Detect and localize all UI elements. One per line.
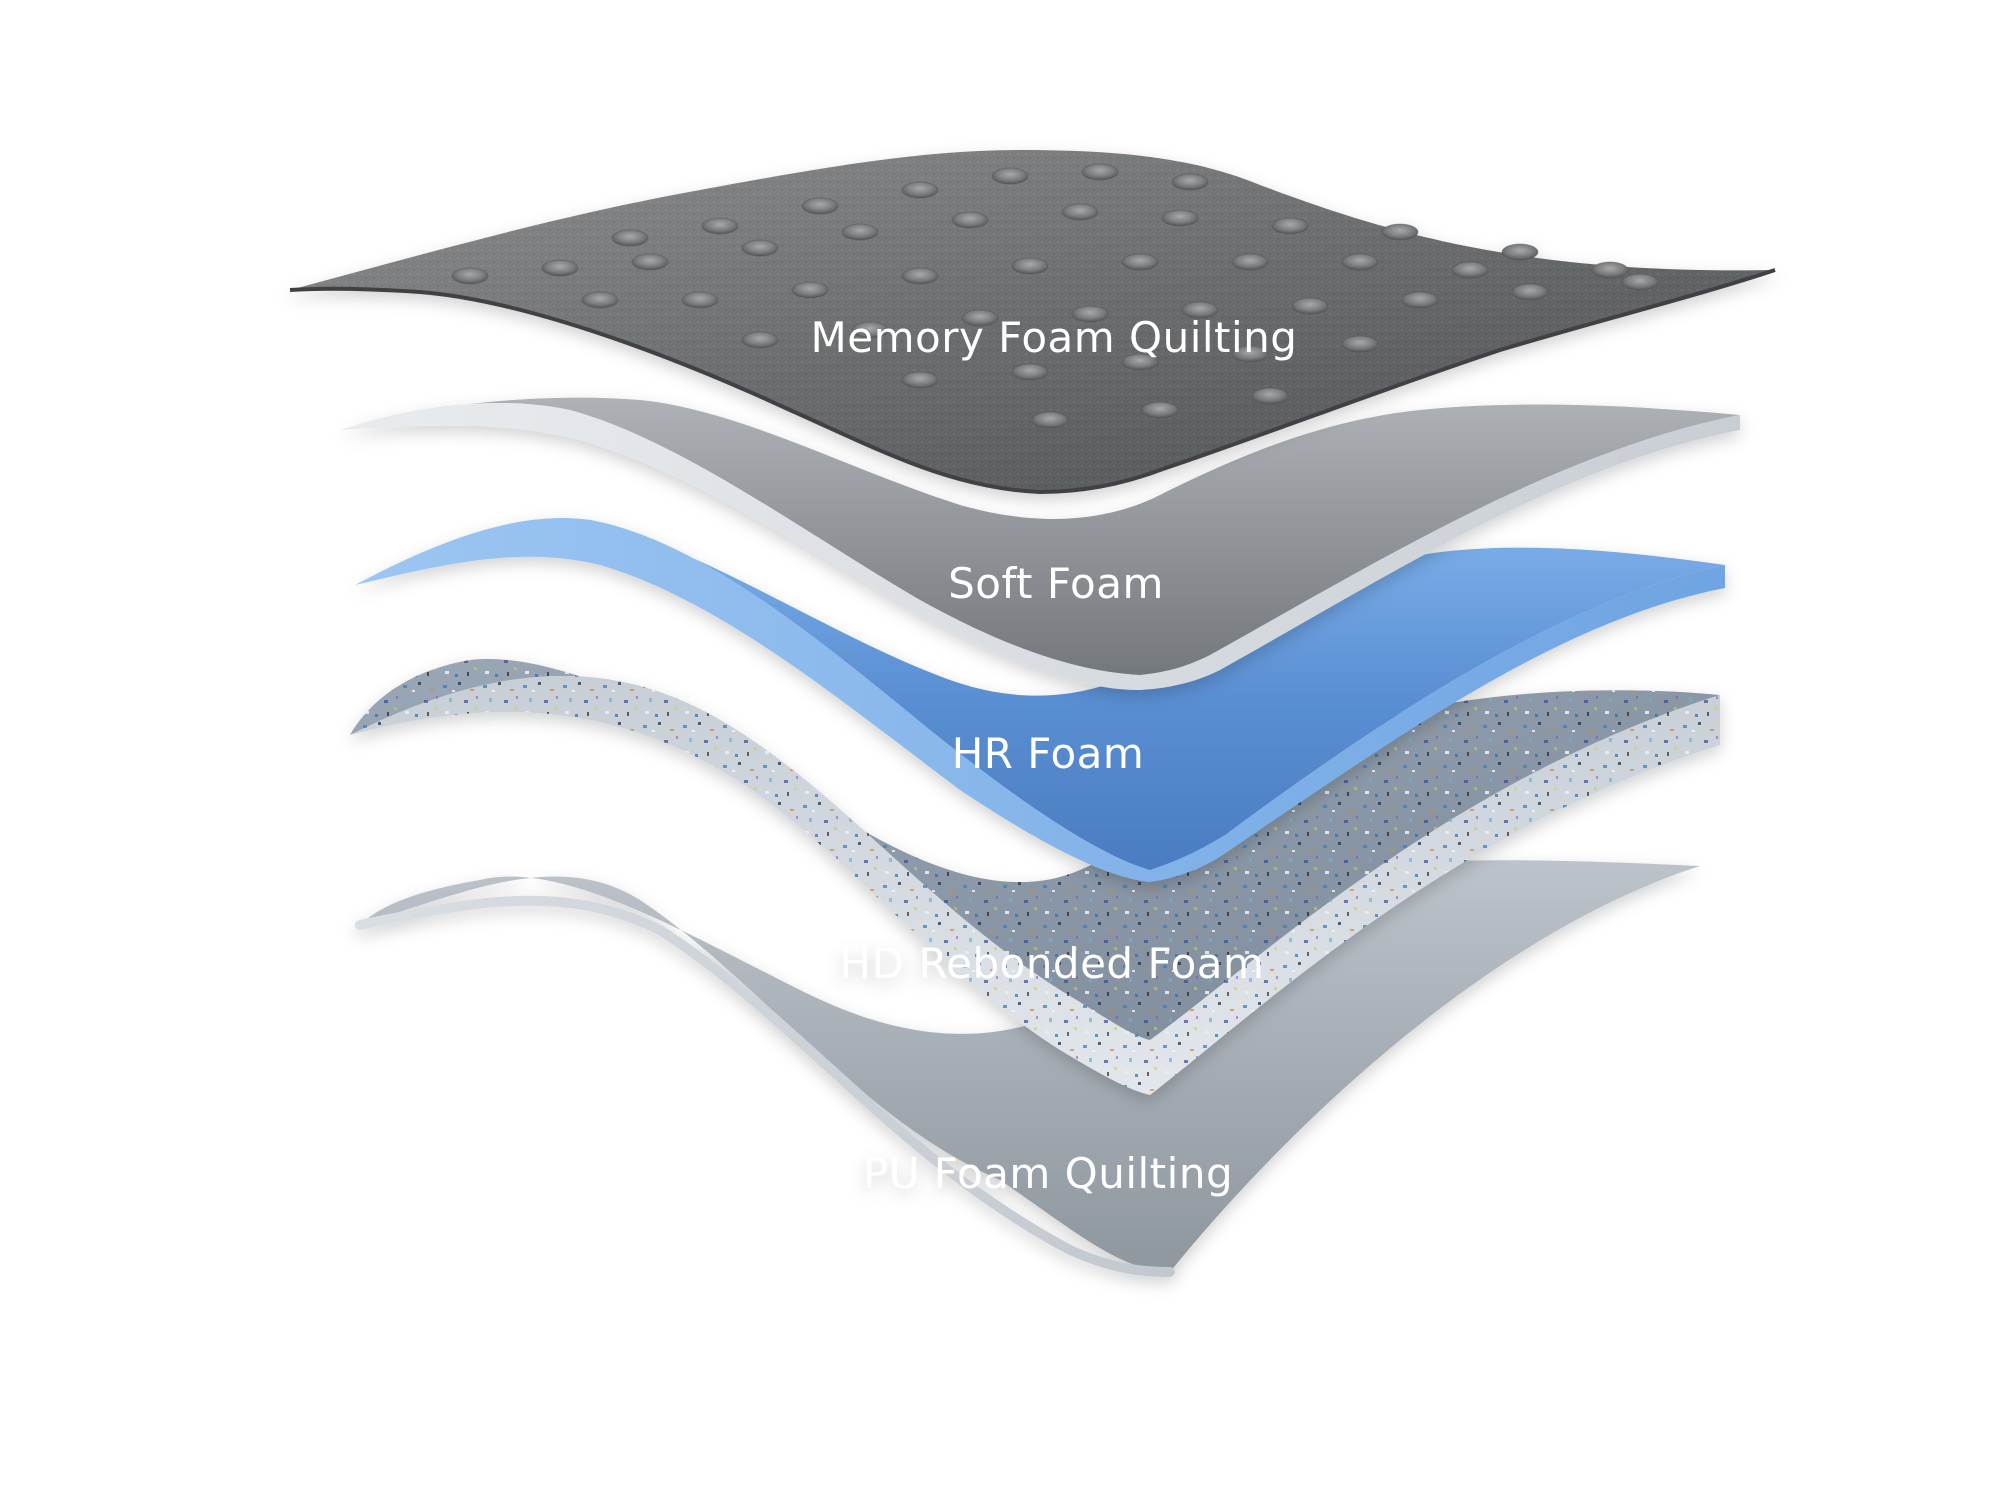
quilt-dimple (1121, 353, 1159, 371)
rebonded-foam-texture-top (350, 659, 1720, 1040)
quilt-dimple (791, 281, 829, 299)
quilt-dimple (1181, 301, 1219, 319)
layer-label-hr-foam: HR Foam (952, 729, 1145, 778)
quilt-dimple (1291, 297, 1329, 315)
quilt-dimple (581, 291, 619, 309)
quilt-dimple (541, 259, 579, 277)
layer-label-soft-foam: Soft Foam (948, 559, 1164, 608)
pu-foam-sheet (360, 860, 1700, 1272)
quilt-dimple (1381, 223, 1419, 241)
quilt-dimple (1231, 253, 1269, 271)
quilt-dimple (451, 267, 489, 285)
quilt-dimple (741, 331, 779, 349)
quilt-dimple (681, 291, 719, 309)
memory-foam-edge (289, 268, 1776, 495)
soft-foam-edge (340, 402, 1740, 690)
quilt-dimple (1501, 243, 1539, 261)
quilt-dimple (1161, 209, 1199, 227)
layer-pu-foam-quilting: PU Foam Quilting (355, 860, 1700, 1277)
layer-label-hd-rebonded-foam: HD Rebonded Foam (840, 939, 1265, 988)
quilt-dimple (1081, 163, 1119, 181)
layer-label-memory-foam-quilting: Memory Foam Quilting (811, 313, 1298, 362)
quilt-dimple (1251, 387, 1289, 405)
memory-foam-quilt-dimples (451, 163, 1659, 429)
pu-foam-edge (355, 895, 1175, 1277)
quilt-dimple (1071, 305, 1109, 323)
hr-foam-top (355, 518, 1725, 870)
quilt-dimple (901, 267, 939, 285)
layer-hr-foam: HR Foam (355, 518, 1725, 882)
quilt-dimple (1031, 411, 1069, 429)
quilt-dimple (1121, 253, 1159, 271)
soft-foam-top (340, 397, 1740, 675)
quilt-dimple (991, 167, 1029, 185)
layer-label-pu-foam-quilting: PU Foam Quilting (863, 1149, 1233, 1198)
hr-foam-edge (355, 518, 1725, 882)
quilt-dimple (611, 229, 649, 247)
quilt-dimple (841, 223, 879, 241)
quilt-dimple (1341, 335, 1379, 353)
layer-soft-foam: Soft Foam (340, 397, 1740, 690)
quilt-dimple (851, 321, 889, 339)
quilt-dimple (1011, 257, 1049, 275)
quilt-dimple (901, 371, 939, 389)
quilt-dimple (1621, 273, 1659, 291)
quilt-dimple (1451, 261, 1489, 279)
quilt-dimple (1061, 203, 1099, 221)
quilt-dimple (1171, 173, 1209, 191)
quilt-dimple (1011, 363, 1049, 381)
quilt-dimple (901, 181, 939, 199)
quilt-dimple (631, 253, 669, 271)
layer-hd-rebonded-foam: HD Rebonded Foam (350, 659, 1720, 1095)
quilt-dimple (961, 309, 999, 327)
quilt-dimple (1231, 345, 1269, 363)
quilt-dimple (1341, 253, 1379, 271)
quilt-dimple (741, 239, 779, 257)
rebonded-foam-texture-edge (350, 676, 1720, 1095)
quilt-dimple (1271, 217, 1309, 235)
quilt-dimple (1591, 261, 1629, 279)
quilt-dimple (1511, 283, 1549, 301)
quilt-dimple (801, 197, 839, 215)
quilt-dimple (701, 217, 739, 235)
quilt-dimple (1401, 291, 1439, 309)
quilt-dimple (951, 211, 989, 229)
quilt-dimple (1141, 401, 1179, 419)
layer-memory-foam-quilting: Memory Foam Quilting (289, 150, 1776, 495)
